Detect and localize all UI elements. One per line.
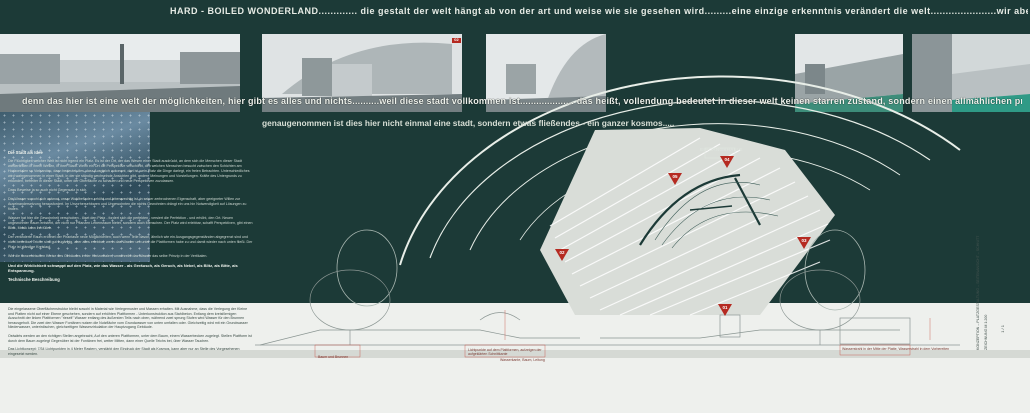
caption-left: Baum und Brunnen [318, 355, 349, 359]
paragraph-6: Wie die konzentrischen Kreise des Gebäud… [8, 254, 208, 258]
photo-3 [486, 34, 606, 112]
paragraph-3: Die Wasser sowohl sich antwort, unser Wo… [8, 197, 247, 211]
section-annotations [314, 310, 931, 358]
photo-5 [912, 34, 1030, 112]
technical-description: Die eingelassene Oberflächenstruktur ble… [8, 307, 253, 360]
tech-paragraph-3: Das Lichtkonzept: 7/34 Lichtpunkten in 4… [8, 347, 240, 356]
paragraph-1: Die Flüchtigkeit welcher Welt ist nicht … [8, 159, 250, 183]
photo-4 [795, 34, 903, 112]
arc-outer [399, 75, 961, 266]
marker-04: 04 [720, 156, 734, 168]
arc-2 [429, 99, 931, 259]
photo-1 [0, 34, 240, 112]
caption-right: Wasserstrahl in der Mitte der Platte, Wa… [842, 347, 950, 351]
side-label-2: ZEICHNUNG M 1:200 [984, 314, 988, 350]
tech-paragraph-2: Ostwärts werden an den richtigen Stellen… [8, 333, 252, 343]
water-channel [639, 173, 741, 246]
paragraph-4: Wasser hat hier die Gewohnheit verschobe… [8, 216, 253, 230]
text-heading: Die Stadt als Idee [8, 150, 43, 155]
side-label-1: KONZEPTION – PLATZGESTALTUNG – SEITENANS… [976, 235, 980, 350]
headline: HARD - BOILED WONDERLAND............. di… [170, 6, 1028, 16]
paragraph-2: Dass Beweise ja so auch nicht Gegensatz … [8, 188, 88, 192]
tech-paragraph-1: Die eingelassene Oberflächenstruktur ble… [8, 307, 248, 330]
quote-line-1: denn das hier ist eine welt der möglichk… [22, 96, 1022, 106]
photo-2 [262, 34, 462, 112]
marker-05: 05 [668, 173, 682, 185]
quote-line-2: genaugenommen ist dies hier nicht einmal… [262, 118, 675, 128]
section-band [0, 303, 1030, 413]
photo-tag [452, 38, 461, 43]
sheet-number: 1 / 1 [1000, 325, 1005, 333]
caption-foot: Wasserkante, Baum, Leitung [500, 358, 545, 362]
bold-statement: Und die Wirklichkeit schwappt auf den Pl… [8, 263, 238, 273]
paragraph-5: Der veränderte Raum eröffnet der Phantas… [8, 235, 253, 249]
photo-tag-text: 02 [454, 37, 459, 42]
marker-01: 01 [718, 304, 732, 316]
entrance-hall-label: EINGANGSHALLE [700, 147, 743, 152]
paving-pattern [549, 137, 831, 316]
trees-plan [336, 229, 866, 311]
side-title-block: KONZEPTION – PLATZGESTALTUNG – SEITENANS… [974, 150, 996, 360]
water-channel-2 [734, 177, 761, 226]
marker-03: 03 [797, 237, 811, 249]
tech-heading: Technische Beschreibung [8, 277, 60, 282]
caption-mid: Lichtpunkte auf dem Plattformen, aufzeig… [468, 348, 542, 356]
ground-strip [0, 350, 1030, 358]
description-column: Die Stadt als Idee Die Flüchtigkeit welc… [8, 150, 253, 286]
marker-02: 02 [555, 249, 569, 261]
water-texture [0, 112, 150, 262]
